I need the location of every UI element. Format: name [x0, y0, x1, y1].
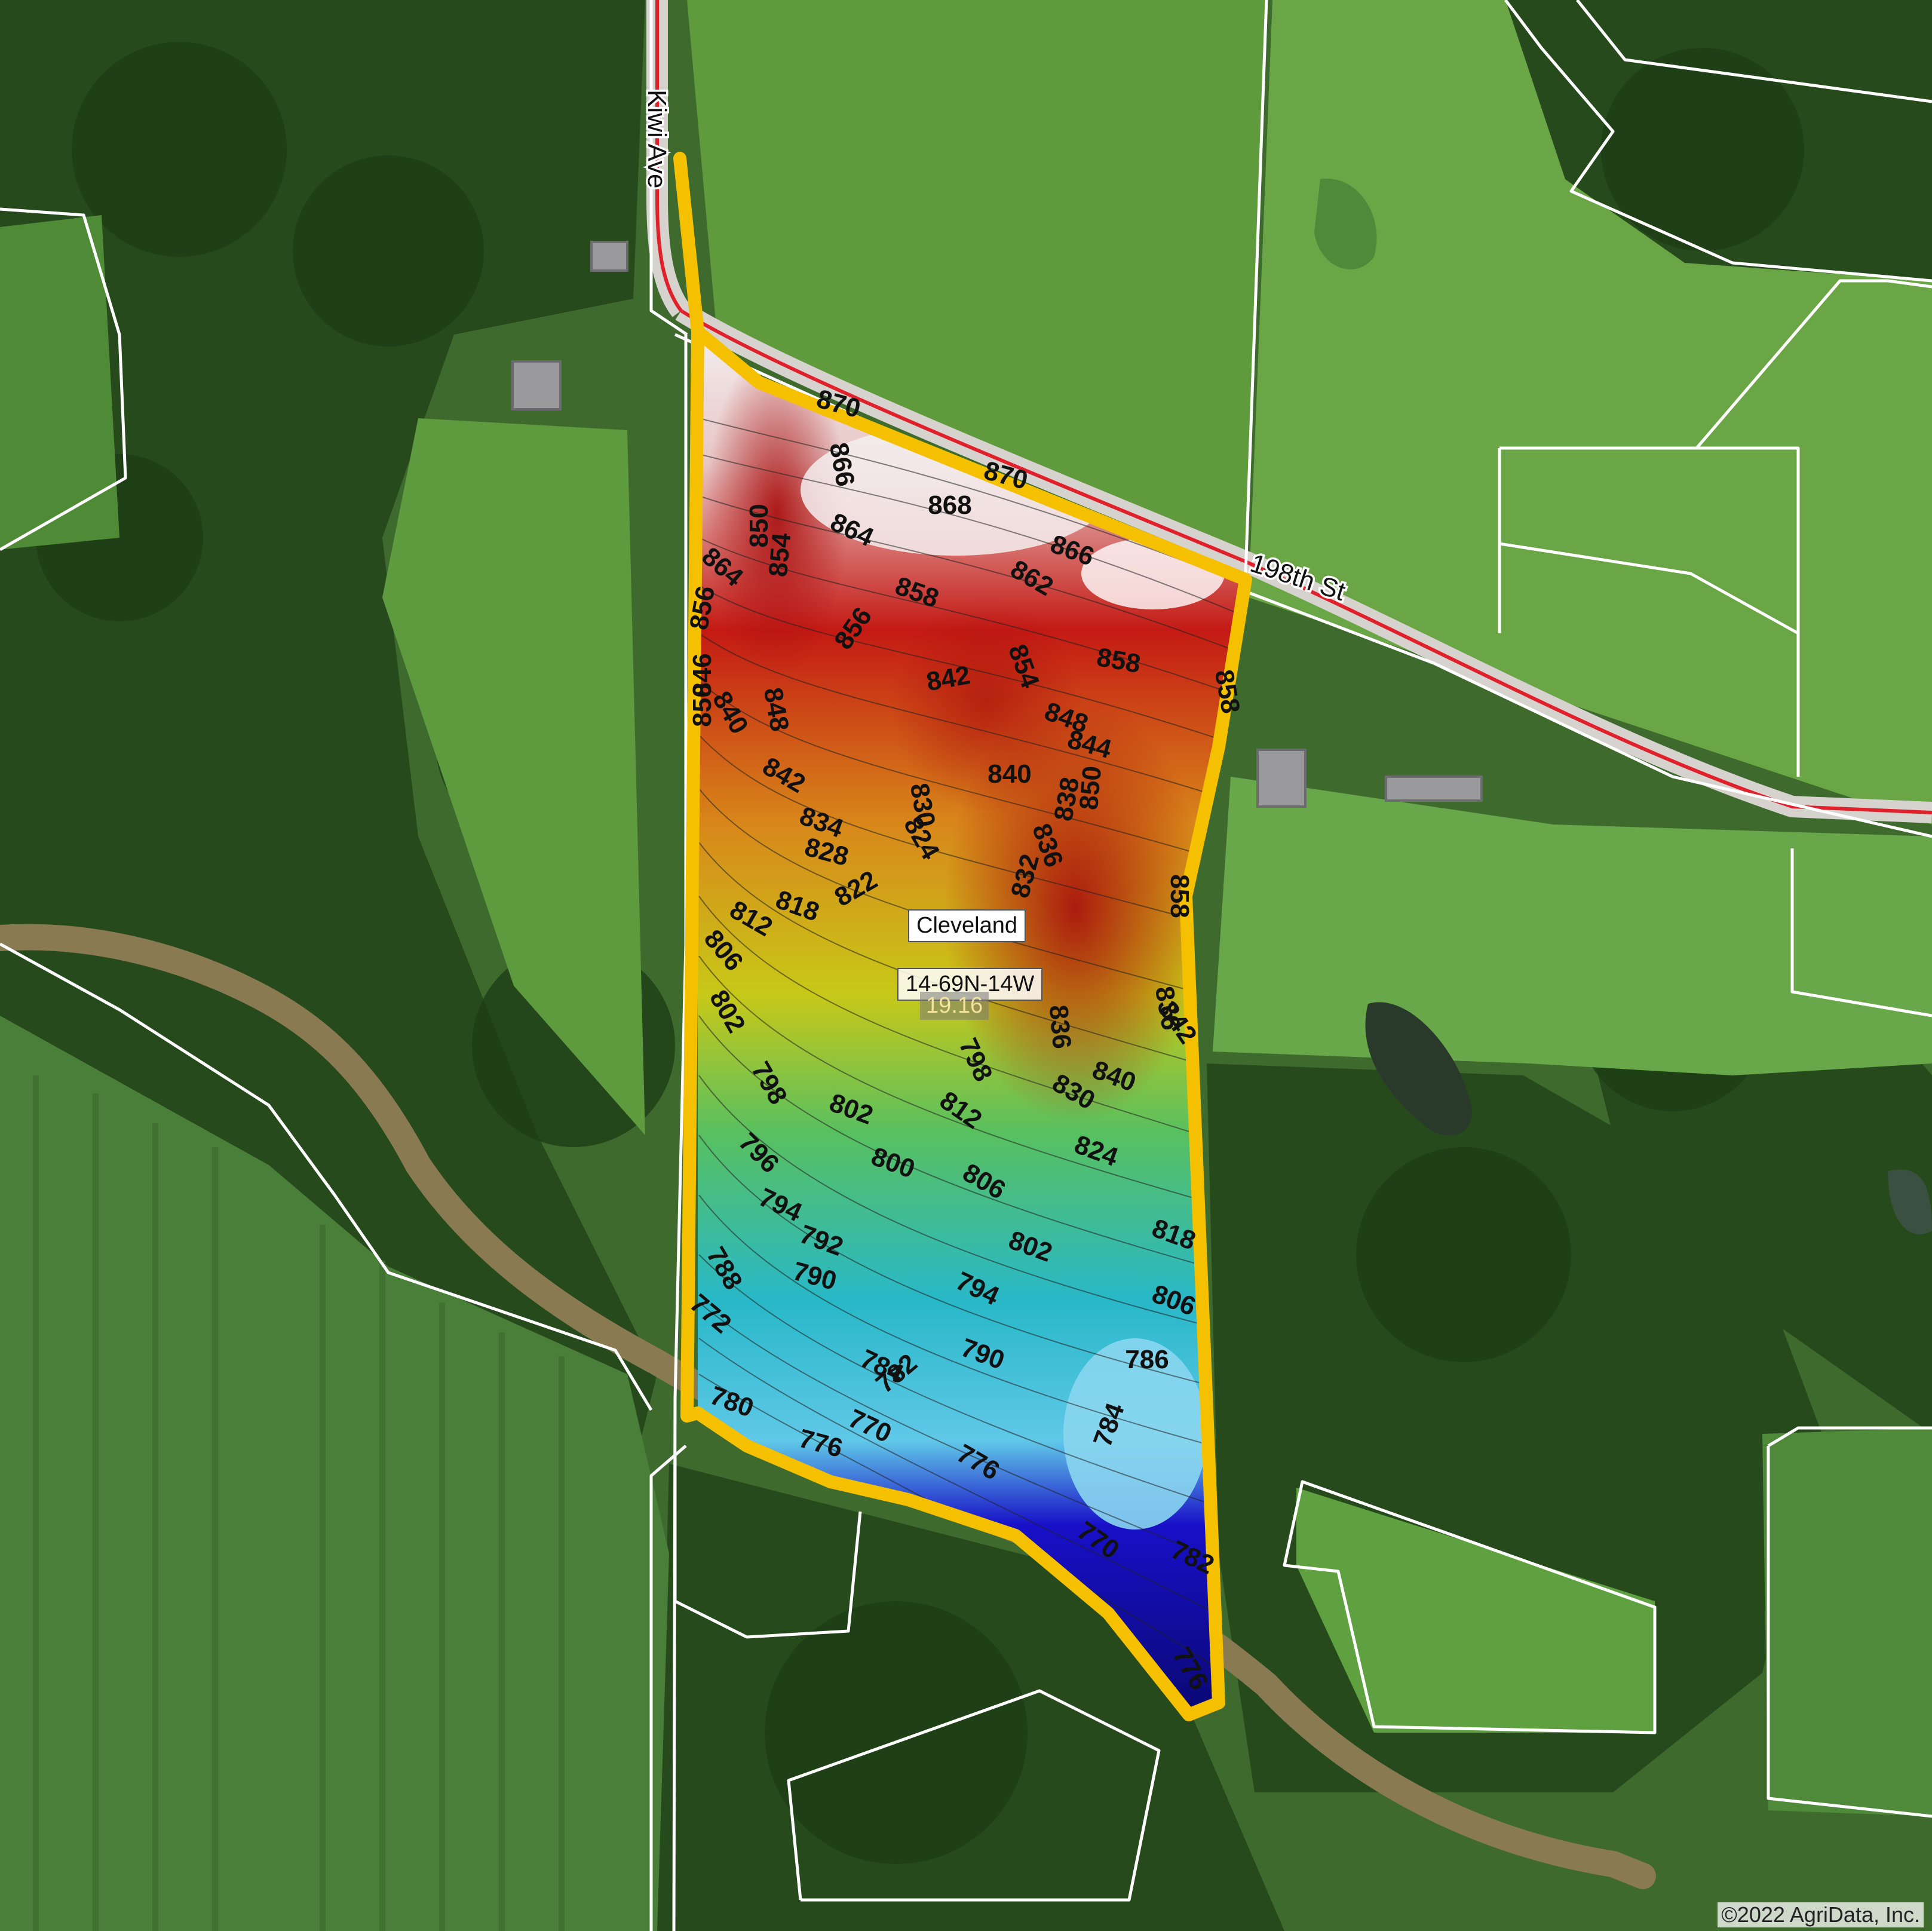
contour-label: 846 — [688, 653, 717, 697]
contour-label: 786 — [1125, 1345, 1169, 1374]
pond-northeast — [1314, 179, 1377, 269]
cropland — [0, 1016, 669, 1931]
contour-label: 854 — [763, 532, 796, 578]
pond-far-east — [1888, 1169, 1932, 1234]
contour-label: 868 — [928, 491, 971, 520]
contour-label: 850 — [744, 504, 774, 547]
pond-east — [1365, 1002, 1472, 1136]
contour-label: 858 — [1165, 874, 1194, 918]
township-label: Cleveland — [908, 909, 1026, 942]
pasture-fields — [0, 0, 1932, 1816]
contour-label: 840 — [988, 759, 1031, 789]
contour-label: 850 — [688, 683, 717, 727]
acres-label: 19.16 — [920, 992, 989, 1020]
subject-parcel-boundary[interactable] — [673, 152, 1252, 1721]
road-label-kiwi-ave: Kiwi Ave — [642, 90, 671, 189]
contour-label: 836 — [1044, 1004, 1077, 1050]
farm-buildings — [511, 241, 1483, 808]
road-kiwi-ave-centerline — [655, 0, 683, 312]
copyright-text: ©2022 AgriData, Inc. — [1718, 1902, 1924, 1927]
contour-label: 850 — [1074, 765, 1107, 811]
